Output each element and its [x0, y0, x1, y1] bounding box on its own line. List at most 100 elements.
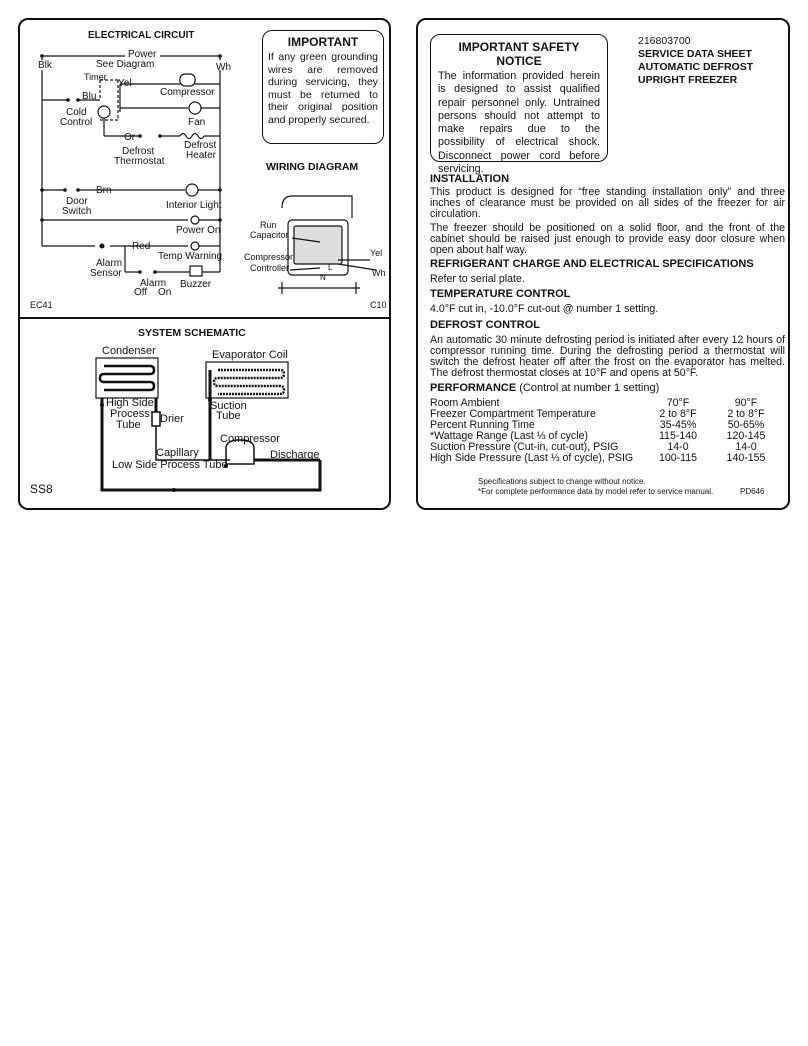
electrical-circuit-diagram	[40, 54, 222, 277]
label-wiring-yel: Yel	[370, 248, 383, 258]
installation-p1: This product is designed for “free stand…	[430, 186, 785, 220]
label-blk: Blk	[38, 60, 52, 71]
perf-col1: 35-45%	[659, 419, 697, 431]
wiring-diagram	[278, 195, 377, 294]
label-evaporator-coil: Evaporator Coil	[212, 349, 288, 361]
label-on: On	[158, 287, 172, 298]
footer-note-1: Specifications subject to change without…	[478, 477, 646, 486]
left-divider	[20, 317, 389, 319]
label-defrost-heater-1: Defrost	[184, 140, 217, 151]
perf-label: *Wattage Range (Last ⅓ of cycle)	[430, 430, 589, 442]
label-wh: Wh	[216, 62, 231, 73]
label-control: Control	[60, 117, 93, 128]
label-capillary: Capillary	[156, 447, 199, 459]
label-door: Door	[66, 196, 88, 207]
perf-col2: 50-65%	[727, 419, 765, 431]
perf-col1: 115-140	[658, 430, 698, 442]
label-low-side: Low Side Process Tube	[112, 459, 228, 471]
label-defrost-thermostat-2: Thermostat	[114, 156, 165, 167]
temperature-text: 4.0°F cut in, -10.0°F cut-out @ number 1…	[430, 303, 659, 315]
defrost-text: An automatic 30 minute defrosting period…	[430, 334, 785, 379]
perf-col2: 14-0	[735, 441, 757, 453]
part-number: 216803700	[638, 35, 691, 47]
installation-heading: INSTALLATION	[430, 173, 510, 185]
title-line-1: SERVICE DATA SHEET	[638, 48, 752, 60]
perf-col2: 90°F	[734, 397, 758, 409]
refrigerant-text: Refer to serial plate.	[430, 273, 525, 285]
left-panel: ELECTRICAL CIRCUIT	[18, 18, 391, 510]
label-compressor: Compressor	[160, 87, 215, 98]
defrost-heading: DEFROST CONTROL	[430, 319, 540, 331]
footer-note-2: *For complete performance data by model …	[478, 487, 714, 496]
important-text: If any green grounding wires are removed…	[268, 51, 378, 126]
important-box: IMPORTANT If any green grounding wires a…	[262, 30, 384, 144]
safety-notice-title: IMPORTANT SAFETY NOTICE	[458, 40, 580, 68]
label-condenser: Condenser	[102, 345, 156, 357]
safety-notice-text: The information provided herein is desig…	[438, 70, 600, 176]
perf-label: Suction Pressure (Cut-in, cut-out), PSIG	[430, 441, 619, 453]
label-defrost-heater-2: Heater	[186, 150, 217, 161]
perf-col1: 14-0	[667, 441, 689, 453]
temperature-heading: TEMPERATURE CONTROL	[430, 288, 571, 300]
perf-label: Room Ambient	[430, 397, 500, 409]
perf-col2: 2 to 8°F	[727, 408, 765, 420]
perf-label: High Side Pressure (Last ⅓ of cycle), PS…	[430, 452, 634, 464]
label-high-side-3: Tube	[116, 419, 141, 431]
label-alarm-sensor-2: Sensor	[90, 268, 122, 279]
label-wiring-n: N	[320, 273, 326, 282]
label-buzzer: Buzzer	[180, 279, 212, 290]
label-off: Off	[134, 287, 148, 298]
label-alarm: Alarm	[140, 278, 167, 289]
label-temp-warning: Temp Warning	[158, 251, 223, 262]
right-panel: IMPORTANT SAFETY NOTICE The information …	[416, 18, 790, 510]
wiring-diagram-title: WIRING DIAGRAM	[266, 161, 359, 173]
performance-heading-line: PERFORMANCE (Control at number 1 setting…	[430, 382, 659, 394]
label-suction-1: Suction	[210, 400, 247, 412]
label-high-side-2: Process	[110, 408, 150, 420]
label-drier: Drier	[160, 413, 184, 425]
electrical-circuit-title: ELECTRICAL CIRCUIT	[88, 30, 195, 41]
performance-heading: PERFORMANCE	[430, 382, 517, 394]
footer-code: PD646	[740, 487, 765, 496]
label-run: Run	[260, 220, 277, 230]
perf-label: Percent Running Time	[430, 419, 535, 431]
title-line-3: UPRIGHT FREEZER	[638, 74, 738, 86]
label-compressor-ctrl-1: Compressor	[244, 252, 294, 262]
label-defrost-thermostat-1: Defrost	[122, 146, 155, 157]
label-capacitor: Capacitor	[250, 230, 289, 240]
performance-subheading: (Control at number 1 setting)	[519, 382, 660, 394]
perf-col2: 120-145	[726, 430, 766, 442]
label-high-side-1: High Side	[106, 397, 154, 409]
label-or: Or	[124, 132, 136, 143]
schematic-title: SYSTEM SCHEMATIC	[138, 327, 246, 339]
schematic-code: SS8	[30, 482, 53, 496]
label-suction-2: Tube	[216, 410, 241, 422]
label-wiring-l: L	[328, 263, 333, 272]
safety-notice-box: IMPORTANT SAFETY NOTICE The information …	[430, 34, 608, 175]
important-title: IMPORTANT	[287, 35, 359, 49]
installation-p2: The freezer should be positioned on a so…	[430, 222, 785, 256]
label-fan: Fan	[188, 117, 206, 128]
label-switch: Switch	[62, 206, 92, 217]
label-compressor-ctrl-2: Controller	[250, 263, 290, 273]
perf-col1: 70°F	[666, 397, 690, 409]
perf-label: Freezer Compartment Temperature	[430, 408, 596, 420]
perf-col1: 2 to 8°F	[659, 408, 697, 420]
label-alarm-sensor-1: Alarm	[96, 258, 123, 269]
label-timer: Timer	[84, 72, 107, 82]
electrical-code-left: EC41	[30, 300, 53, 310]
perf-col2: 140-155	[726, 452, 766, 464]
label-see-diagram: See Diagram	[96, 59, 155, 70]
label-cold: Cold	[66, 107, 87, 118]
label-discharge: Discharge	[270, 449, 320, 461]
electrical-code-right: C10	[370, 300, 387, 310]
title-line-2: AUTOMATIC DEFROST	[638, 61, 754, 73]
label-red: Red	[132, 241, 151, 252]
label-schematic-compressor: Compressor	[220, 433, 280, 445]
label-power: Power	[128, 49, 157, 60]
label-power-on: Power On	[176, 225, 221, 236]
label-wiring-wh: Wh	[372, 268, 386, 278]
perf-col1: 100-115	[658, 452, 698, 464]
refrigerant-heading: REFRIGERANT CHARGE AND ELECTRICAL SPECIF…	[430, 258, 754, 270]
label-brn: Brn	[96, 185, 112, 196]
